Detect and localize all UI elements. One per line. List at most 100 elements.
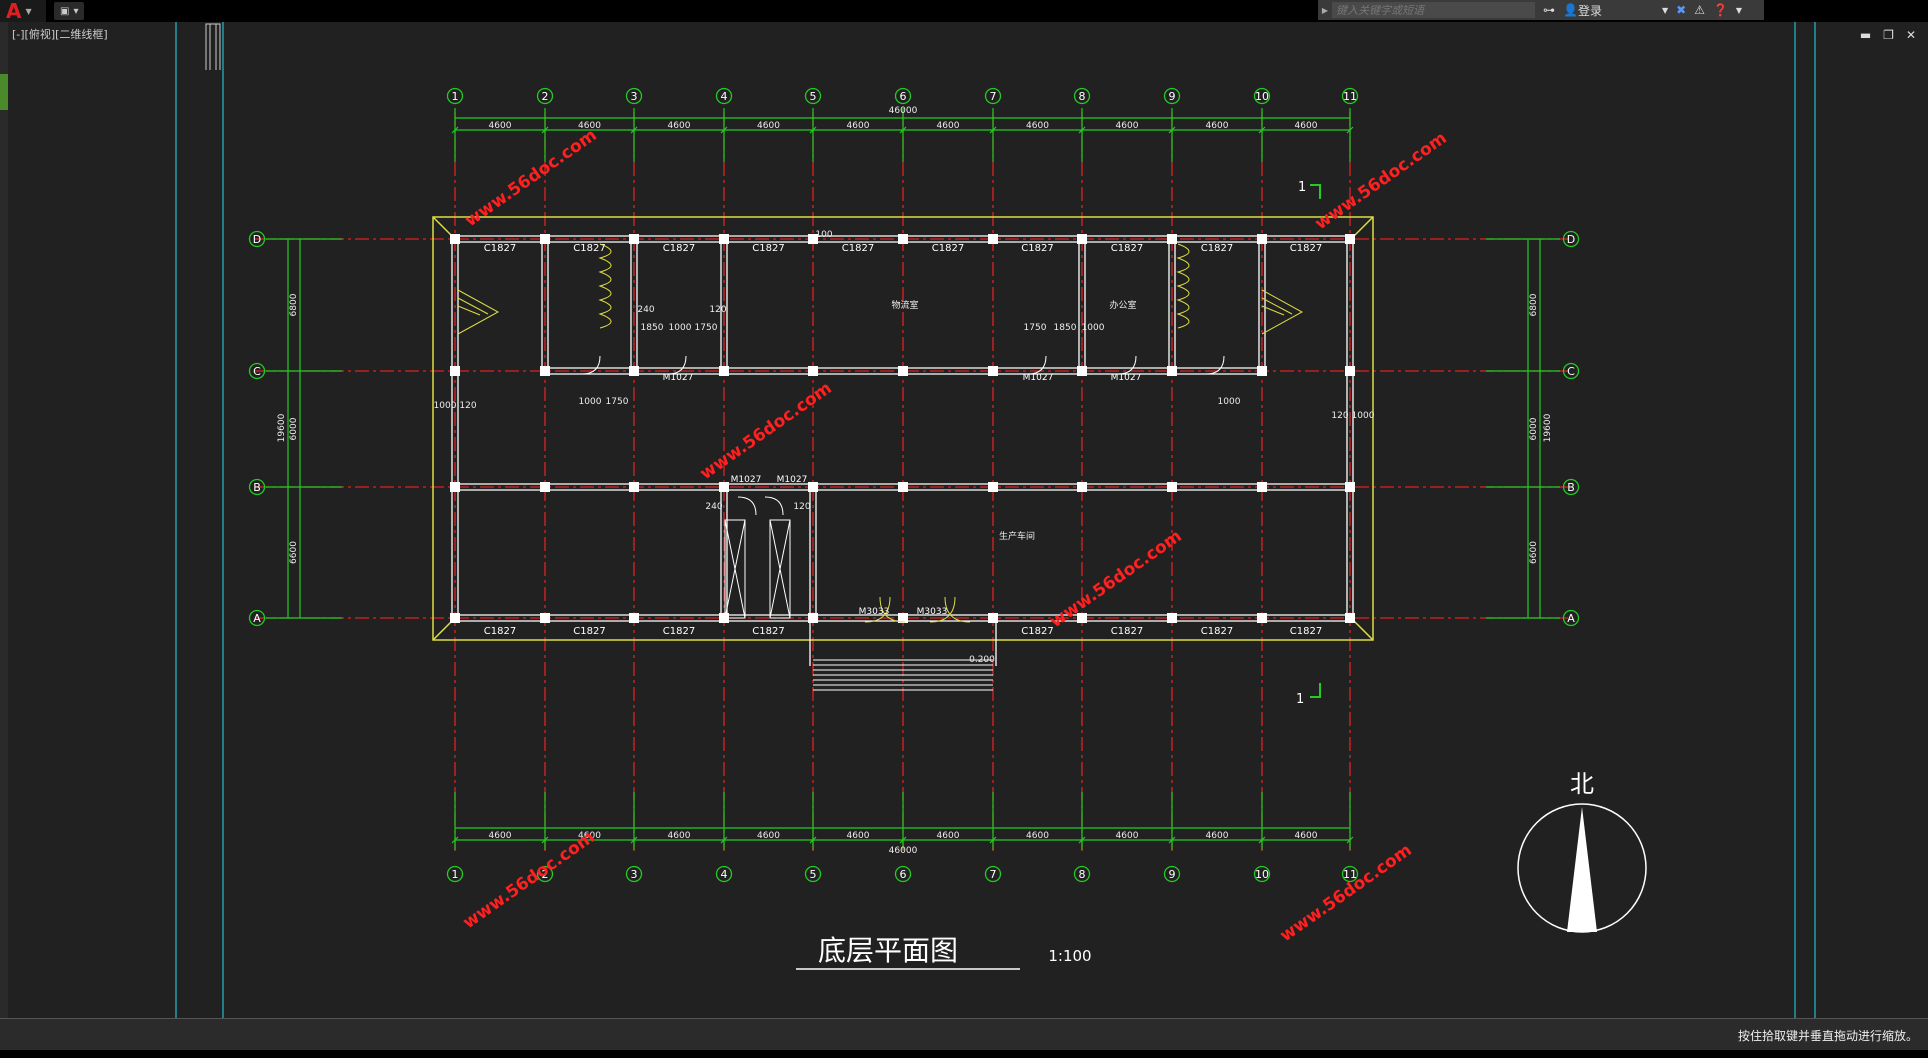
app-logo: A	[6, 0, 22, 23]
total-width-dim: 46000	[889, 106, 918, 116]
column	[988, 234, 998, 244]
axis-label: 8	[1079, 90, 1086, 103]
column	[898, 482, 908, 492]
column	[1345, 482, 1355, 492]
svg-text:240: 240	[705, 502, 722, 512]
dim-tick	[451, 836, 459, 844]
dim-tick	[1258, 836, 1266, 844]
axis-label: 11	[1343, 868, 1357, 881]
columns	[450, 234, 1355, 623]
axis-bubble	[1253, 865, 1271, 883]
axis-bubble	[248, 478, 266, 496]
axis-bubble	[894, 87, 912, 105]
axis-bubble	[248, 609, 266, 627]
axis-label: C	[253, 365, 261, 378]
chevron-down-icon[interactable]: ▼	[1661, 5, 1669, 15]
quick-access-toolbar[interactable]: ▣ ▾	[54, 2, 85, 20]
caret-right-icon[interactable]: ▶	[1321, 5, 1329, 15]
svg-text:www.56doc.com: www.56doc.com	[1046, 526, 1185, 632]
a360-icon[interactable]: ⚠	[1694, 3, 1705, 17]
door-label: M1027	[777, 475, 808, 485]
column	[1167, 234, 1177, 244]
dim-tick	[720, 126, 728, 134]
stairs	[724, 519, 993, 691]
login-button[interactable]: 登录	[1577, 3, 1602, 18]
column	[540, 366, 550, 376]
binoculars-icon[interactable]: ⊶	[1543, 3, 1555, 17]
bay-dim: 4600	[1295, 121, 1318, 131]
minimize-icon[interactable]: ▬	[1859, 28, 1872, 42]
bay-dim: 4600	[489, 121, 512, 131]
row-dim: 6000	[1529, 417, 1539, 440]
column	[1167, 366, 1177, 376]
axis-bubble	[715, 865, 733, 883]
restore-icon[interactable]: ❐	[1883, 28, 1894, 42]
left-palette-accent[interactable]	[0, 74, 8, 110]
column	[808, 234, 818, 244]
dim-tick	[451, 126, 459, 134]
axis-bubble	[984, 87, 1002, 105]
dim-tick	[1168, 126, 1176, 134]
axis-bubble	[804, 865, 822, 883]
column	[1345, 366, 1355, 376]
stair-symbols	[457, 243, 1304, 623]
dim-tick	[1078, 126, 1086, 134]
svg-text:1850: 1850	[1054, 323, 1077, 333]
axis-label: 7	[990, 868, 997, 881]
column	[629, 482, 639, 492]
chevron-down-icon[interactable]: ▼	[1735, 5, 1743, 15]
axis-label: 9	[1169, 90, 1176, 103]
window-label: C1827	[1290, 626, 1322, 637]
svg-text:1000: 1000	[434, 401, 457, 411]
row-dim: 6600	[289, 541, 299, 564]
bay-dim: 4600	[937, 121, 960, 131]
close-icon[interactable]: ✕	[1905, 28, 1916, 42]
drawing-title: 底层平面图 1:100	[796, 934, 1092, 970]
ucs-icon	[205, 23, 221, 70]
north-arrow: 北	[1517, 770, 1647, 933]
column	[450, 234, 460, 244]
save-icon[interactable]: ▣	[60, 5, 70, 17]
dim-tick	[541, 126, 549, 134]
window-label: C1827	[484, 243, 516, 254]
column	[540, 613, 550, 623]
window-label: C1827	[752, 626, 784, 637]
column	[540, 482, 550, 492]
axis-label: 10	[1255, 868, 1269, 881]
help-icon[interactable]: ❓	[1712, 3, 1728, 17]
viewport-controls[interactable]: [-][俯视][二维线框]	[12, 28, 108, 41]
bay-dim: 4600	[489, 831, 512, 841]
bay-dim: 4600	[668, 831, 691, 841]
column	[898, 613, 908, 623]
svg-text:1:100: 1:100	[1048, 947, 1091, 965]
axis-bubble	[1253, 87, 1271, 105]
door-label: M1027	[663, 373, 694, 383]
axis-label: 1	[452, 90, 459, 103]
axis-label: D	[1567, 233, 1575, 246]
axis-bubble	[804, 87, 822, 105]
left-palette-strip	[0, 22, 8, 1022]
column	[898, 366, 908, 376]
dim-tick	[1346, 126, 1354, 134]
svg-text:1000: 1000	[1352, 411, 1375, 421]
axis-label: 5	[810, 868, 817, 881]
bay-dim: 4600	[937, 831, 960, 841]
axis-label: 1	[452, 868, 459, 881]
layout-borders	[175, 22, 1816, 1018]
user-icon[interactable]: 👤	[1563, 3, 1578, 17]
axis-bubble	[1073, 87, 1091, 105]
axis-bubble	[715, 87, 733, 105]
app-menu-button[interactable]: A ▼	[0, 0, 46, 22]
axis-label: 2	[542, 868, 549, 881]
entrance-door-label: M3033	[859, 607, 890, 617]
door-swings	[581, 355, 1225, 516]
exchange-icon[interactable]: ✖	[1676, 3, 1687, 17]
search-input[interactable]	[1332, 2, 1535, 18]
door-label: M1027	[1023, 373, 1054, 383]
chevron-down-icon[interactable]: ▾	[73, 5, 79, 17]
svg-text:1000: 1000	[669, 323, 692, 333]
svg-text:0.200: 0.200	[969, 655, 995, 665]
svg-text:100: 100	[815, 230, 832, 240]
